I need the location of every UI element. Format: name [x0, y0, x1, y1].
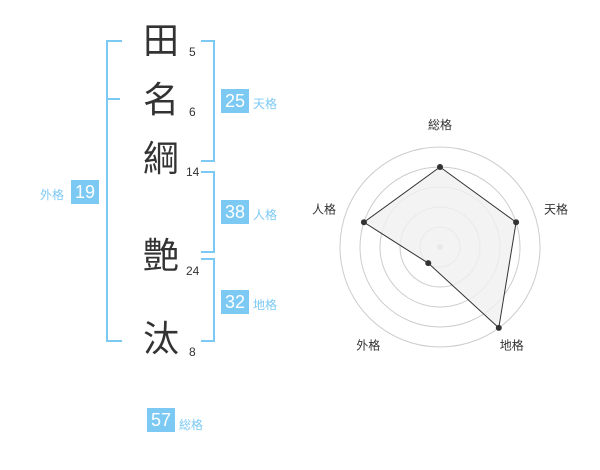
jinkaku-badge: 38 [221, 200, 250, 224]
radar-axis-label-4: 人格 [312, 201, 336, 216]
radar-axis-label-1: 天格 [544, 201, 568, 216]
stroke-count-3: 14 [186, 165, 200, 179]
tenkaku-badge: 25 [221, 89, 250, 113]
radar-ring-5 [339, 146, 541, 348]
tenkaku-label: 天格 [253, 97, 278, 111]
soukaku-badge: 57 [147, 408, 176, 432]
gaikaku-bracket [106, 40, 122, 342]
radar-axis-label-3: 外格 [356, 338, 380, 353]
soukaku-label: 総格 [179, 418, 204, 432]
stroke-count-2: 6 [189, 105, 196, 119]
jinkaku-label: 人格 [253, 208, 278, 222]
radar-axis-label-0: 総格 [428, 117, 452, 132]
chikaku-bracket [201, 258, 215, 342]
char-5: 汰 [143, 319, 180, 360]
gaikaku-label: 外格 [40, 188, 65, 202]
stroke-count-5: 8 [189, 345, 196, 359]
gaikaku-badge: 19 [71, 180, 100, 204]
char-3: 綱 [143, 139, 180, 180]
stroke-count-1: 5 [189, 45, 196, 59]
radar-point-0 [437, 164, 443, 170]
char-1: 田 [143, 21, 180, 62]
gaikaku-bracket-tick [106, 98, 120, 100]
radar-point-1 [513, 219, 520, 226]
chikaku-label: 地格 [253, 298, 278, 312]
radar-point-3 [425, 260, 432, 267]
stroke-count-4: 24 [186, 264, 200, 278]
radar-point-4 [360, 219, 367, 226]
radar-point-2 [495, 324, 502, 331]
tenkaku-bracket [201, 40, 215, 162]
chikaku-badge: 32 [221, 290, 250, 314]
radar-series-polygon [363, 166, 517, 329]
radar-axis-label-2: 地格 [500, 338, 524, 353]
jinkaku-bracket [201, 171, 215, 253]
char-4: 艶 [143, 236, 180, 277]
char-2: 名 [143, 80, 180, 121]
